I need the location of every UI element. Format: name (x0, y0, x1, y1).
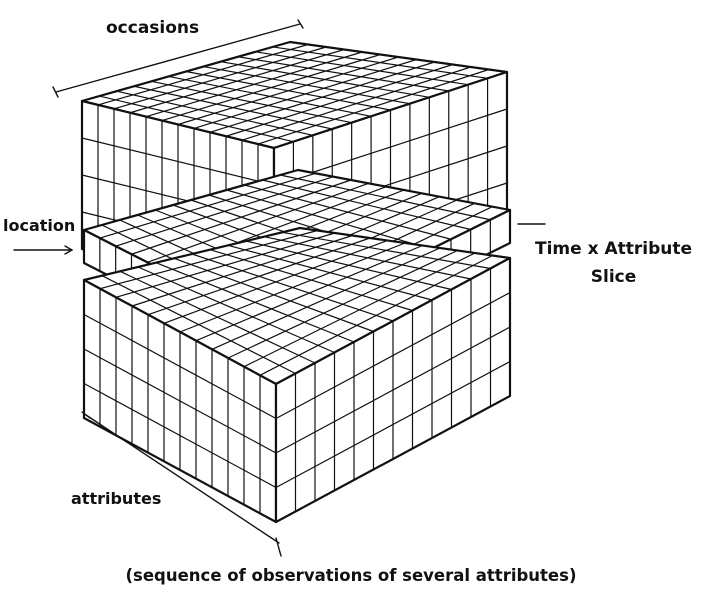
bottom-block-top-grid-line (245, 240, 453, 291)
bottom-block-front-layer-line (83, 382, 277, 489)
top-block-top-grid-line (116, 90, 314, 136)
attributes-label: attributes (71, 489, 162, 508)
bottom-block-top-grid-line (191, 253, 394, 322)
bottom-block-top-grid-line (227, 244, 433, 301)
bottom-block-side-layer-line (275, 291, 511, 420)
slice-label-line-2: Slice (590, 267, 637, 287)
location-pointer-arrow (64, 245, 73, 251)
attributes-dimension-tick (81, 411, 91, 419)
attributes-dimension-tick (275, 537, 282, 557)
bottom-block (82, 226, 512, 524)
figure-caption: (sequence of observations of several att… (125, 566, 577, 585)
attributes-dimension-line (85, 414, 280, 544)
bottom-block-side-layer-line (275, 360, 511, 489)
annotation-lines (13, 19, 546, 557)
bottom-block-top-grid-line (263, 236, 472, 280)
bottom-block-top-grid-line (173, 257, 375, 333)
bottom-block-top-grid-line (209, 249, 414, 312)
location-label: location (3, 216, 76, 235)
slice-block-top-grid-line (243, 184, 452, 240)
top-block-top-grid-line (185, 70, 392, 111)
slice-label-line-1: Time x Attribute (535, 239, 693, 259)
top-block-front-layer-line (81, 137, 275, 186)
top-block-top-grid-line (237, 56, 450, 92)
top-block-top-grid-line (272, 46, 489, 79)
bottom-block-top-grid-line (155, 262, 355, 343)
top-block-top-grid-line (133, 85, 333, 130)
occasions-dimension-line (55, 23, 301, 93)
bottom-block-front-layer-line (83, 313, 277, 420)
bottom-block-front-layer-line (83, 348, 277, 454)
top-block-top-grid-line (150, 80, 353, 124)
top-block-top-grid-line (168, 75, 372, 117)
occasions-label: occasions (106, 18, 200, 38)
occasions-dimension-tick (52, 86, 59, 98)
top-block-top-grid-line (220, 61, 430, 98)
slice-block-top-grid-line (261, 179, 472, 231)
top-block-top-grid-line (202, 65, 411, 105)
bottom-block-top-grid-line (119, 270, 316, 364)
top-block-top-grid-line (254, 51, 469, 86)
slice-block-top-grid-line (279, 174, 491, 221)
bottom-block-top-grid-line (281, 231, 492, 270)
bottom-block-top-grid-line (101, 275, 297, 375)
location-pointer-arrow (64, 249, 73, 255)
top-block-top-grid-line (98, 95, 295, 143)
bottom-block-top-grid-line (137, 266, 336, 354)
slice-label: Time x Attribute Slice (535, 235, 692, 291)
slice-block-top-grid-line (226, 189, 432, 250)
occasions-dimension-tick (297, 19, 304, 29)
bottom-block-side-layer-line (275, 326, 511, 454)
